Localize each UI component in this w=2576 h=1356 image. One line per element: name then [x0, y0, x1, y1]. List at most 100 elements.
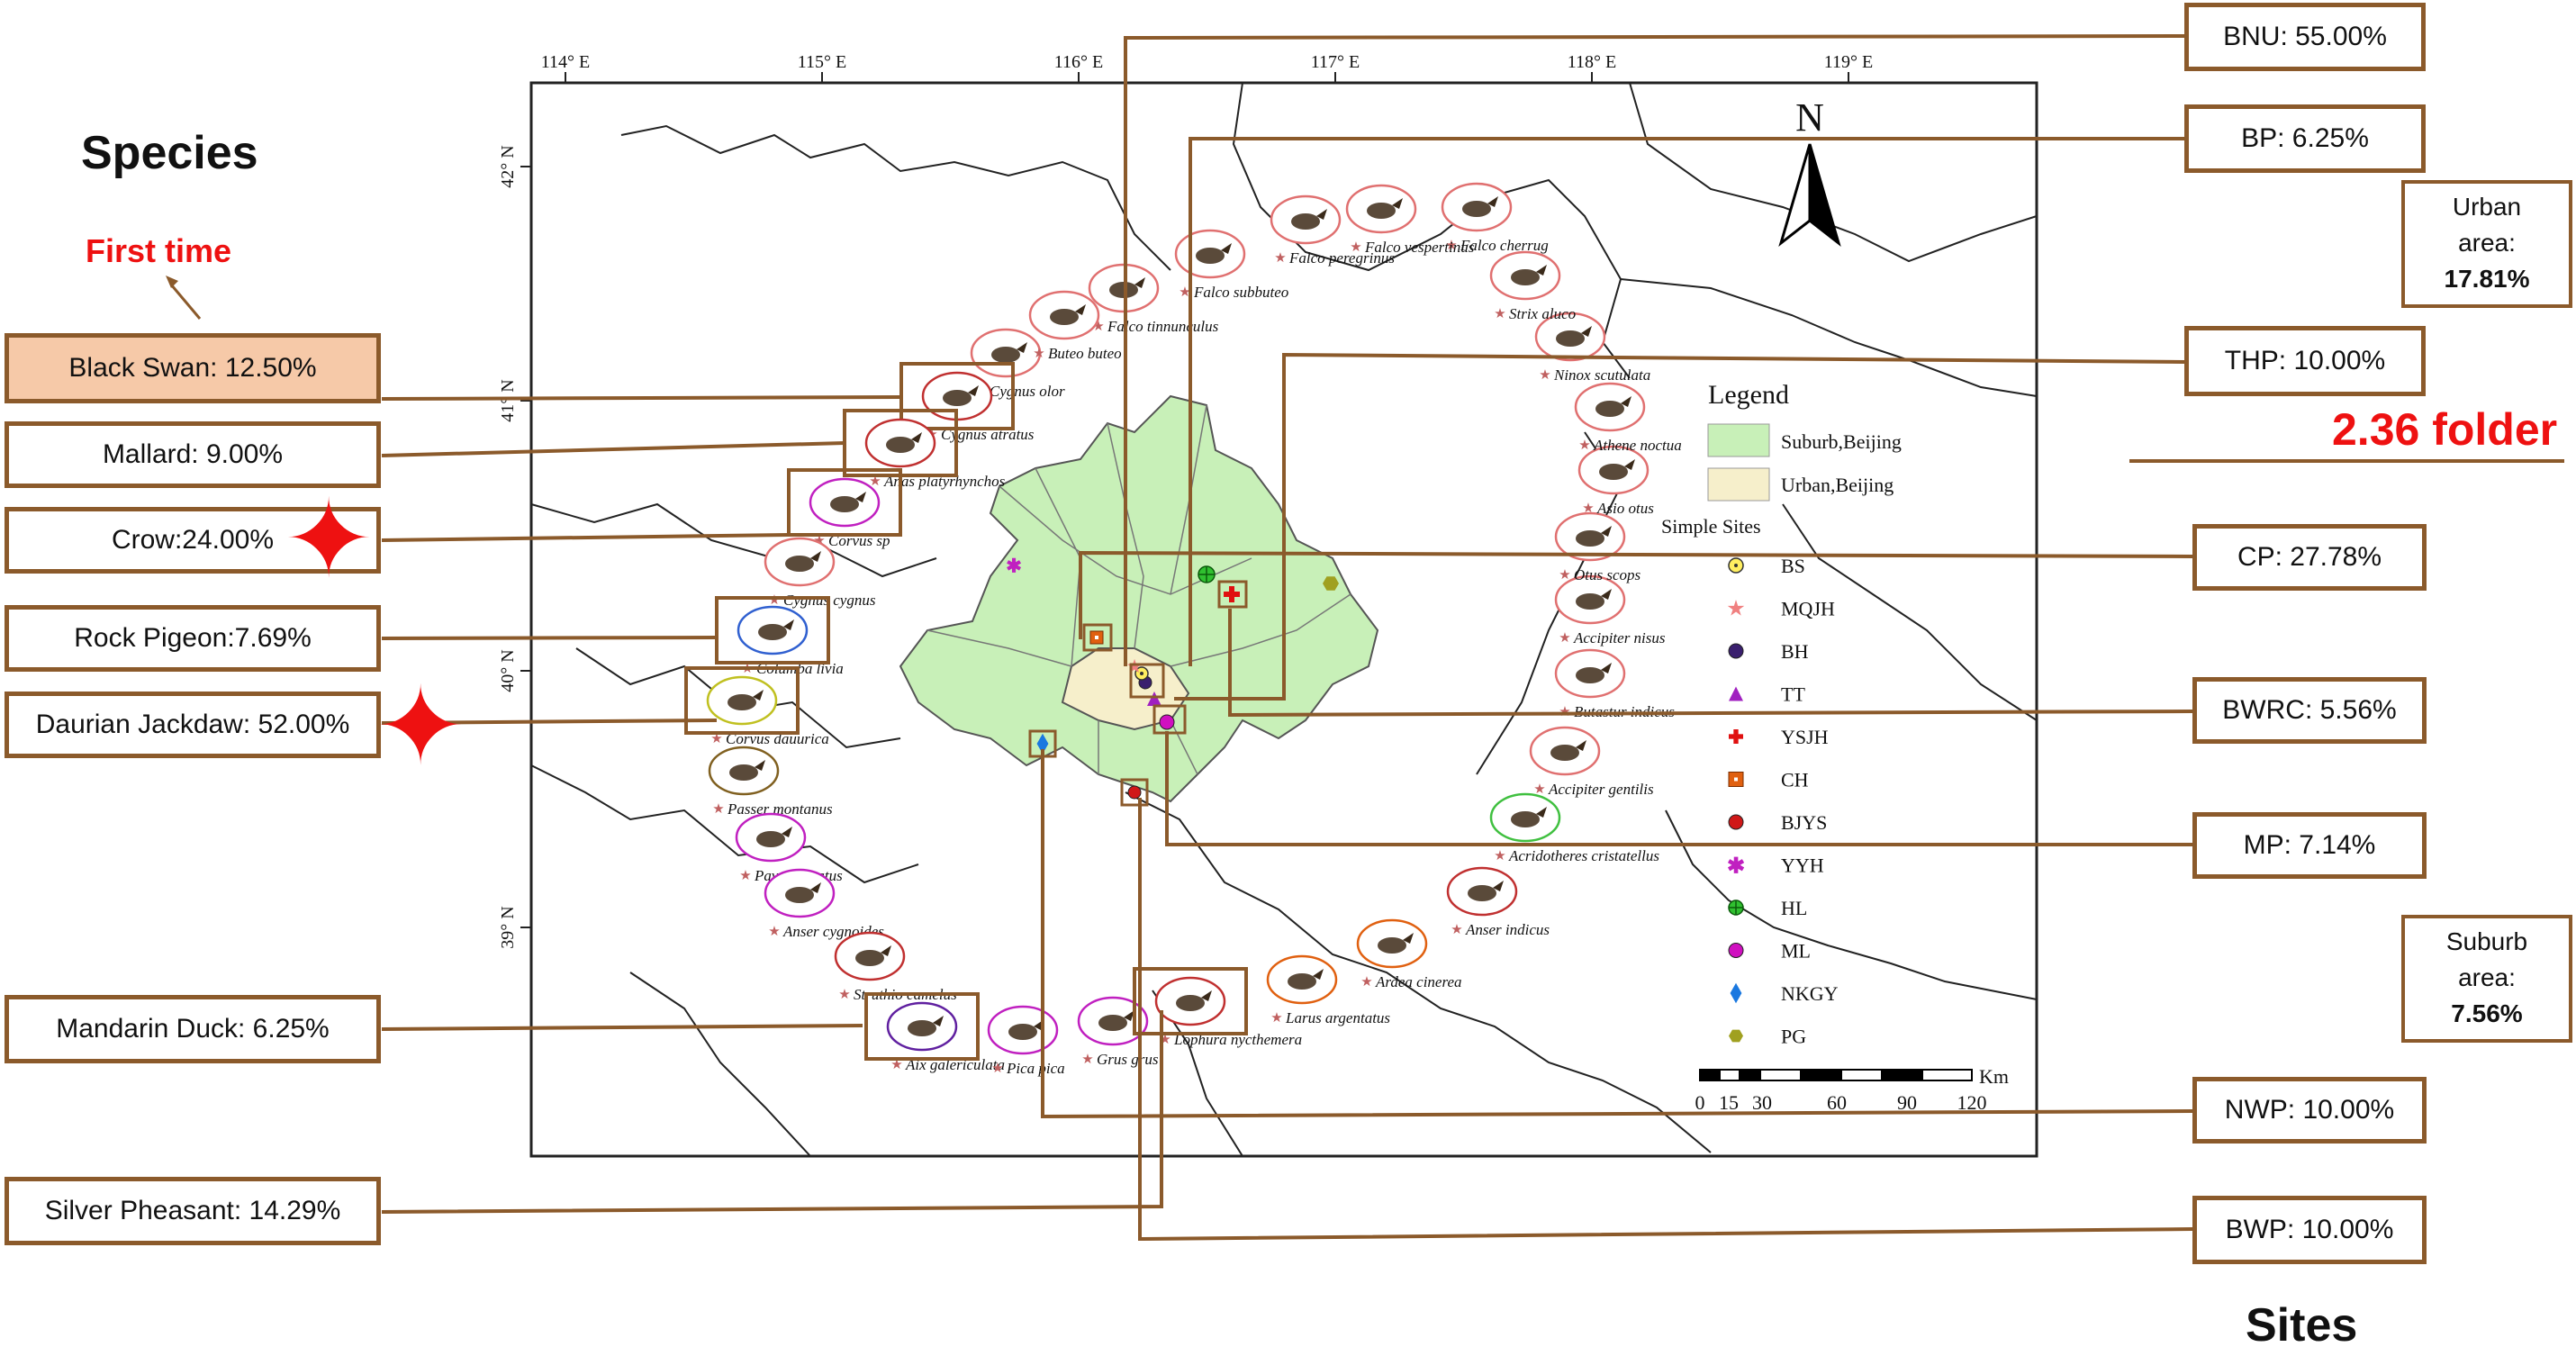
site-label: NWP: 10.00%	[2192, 1077, 2427, 1144]
svg-text:✱: ✱	[1727, 854, 1745, 878]
svg-text:★: ★	[1081, 1053, 1093, 1067]
site-marker-dot-ring	[1728, 557, 1744, 574]
legend-site-code: YSJH	[1781, 726, 1829, 748]
bird-grus-grus: Grus grus ★	[1077, 996, 1159, 1068]
svg-text:★: ★	[712, 802, 724, 817]
bird-species-name: Acridotheres cristatellus	[1508, 847, 1659, 864]
bird-buteo-buteo: Buteo buteo ★	[1028, 290, 1122, 362]
site-marker-square	[1089, 630, 1104, 645]
svg-text:★: ★	[890, 1058, 902, 1072]
bird-asio-otus: Asio otus★	[1577, 445, 1654, 517]
bird-falco-vespertinus: Falco vespertinus★	[1345, 184, 1475, 256]
site-marker-star: ★	[890, 1058, 902, 1072]
site-marker-star: ★	[991, 1062, 1003, 1076]
legend-suburb: Suburb,Beijing	[1781, 430, 1902, 453]
legend-site-code: NKGY	[1781, 982, 1839, 1005]
svg-text:★: ★	[1539, 368, 1550, 383]
legend-site-code: BS	[1781, 555, 1805, 577]
site-label: CP: 27.78%	[2192, 524, 2427, 591]
site-marker-star: ★	[1578, 438, 1590, 453]
bird-anser-indicus: Anser indicus★	[1446, 866, 1550, 938]
svg-text:★: ★	[1126, 655, 1143, 677]
svg-text:✱: ✱	[1006, 556, 1022, 577]
svg-text:★: ★	[1726, 598, 1746, 621]
scale-tick: 15	[1719, 1091, 1739, 1114]
bird-columba-livia: Columba livia★	[715, 596, 844, 677]
site-marker-star: ★	[1582, 502, 1594, 516]
bird-species-name: Accipiter gentilis	[1548, 781, 1654, 798]
latitude-tick-label: 41° N	[498, 379, 518, 421]
svg-text:★: ★	[1360, 975, 1372, 990]
svg-text:★: ★	[1559, 631, 1570, 646]
scale-unit: Km	[1979, 1065, 2009, 1088]
legend-title: Legend	[1708, 380, 1789, 410]
bird-species-name: Falco subbuteo	[1193, 284, 1288, 301]
bird-species-name: Anser indicus	[1465, 921, 1550, 938]
bird-species-name: Buteo buteo	[1048, 345, 1122, 362]
site-marker-star: ★	[838, 988, 850, 1002]
bird-species-name: Falco cherrug	[1460, 237, 1549, 254]
bird-species-name: Athene noctua	[1593, 437, 1682, 454]
site-marker-diamond	[1730, 982, 1742, 1004]
species-label: Mallard: 9.00%	[5, 421, 381, 488]
bird-acridotheres-cristatellus: Acridotheres cristatellus★	[1489, 792, 1659, 864]
bird-strix-aluco: Strix aluco★	[1489, 250, 1576, 322]
area-line: Urban	[2452, 193, 2522, 221]
bird-aix-galericulata: Aix galericulata★	[864, 992, 1005, 1073]
bird-ardea-cinerea: Ardea cinerea★	[1356, 918, 1462, 990]
bird-species-name: Falco vespertinus	[1364, 239, 1475, 256]
bird-butastur-indicus: Butastur indicus★	[1554, 648, 1675, 720]
scale-tick: 60	[1827, 1091, 1847, 1114]
bird-species-name: Pica pica	[1006, 1060, 1065, 1077]
site-marker-star: ★	[710, 732, 722, 746]
site-marker-star: ★	[1270, 1011, 1282, 1026]
bird-species-name: Ninox scutulata	[1553, 366, 1650, 384]
scale-tick: 30	[1752, 1091, 1772, 1114]
area-value: 7.56%	[2451, 999, 2523, 1027]
site-label: MP: 7.14%	[2192, 812, 2427, 879]
legend-site-code: BH	[1781, 640, 1809, 663]
area-line: area:	[2458, 229, 2516, 257]
bird-species-name: Passer montanus	[727, 800, 833, 818]
site-marker-star: ★	[869, 475, 881, 489]
bird-athene-noctua: Athene noctua★	[1574, 382, 1682, 454]
site-marker-cross	[1224, 586, 1240, 602]
svg-text:★: ★	[838, 988, 850, 1002]
site-marker-star: ★	[1533, 782, 1545, 797]
svg-text:★: ★	[1582, 502, 1594, 516]
site-marker-circle	[1728, 643, 1744, 659]
site-marker-star: ★	[1559, 568, 1570, 583]
site-marker-crosshair	[1198, 565, 1216, 583]
bird-cygnus-atratus: Cygnus atratus★	[899, 362, 1035, 443]
svg-text:★: ★	[1350, 240, 1361, 255]
bird-falco-peregrinus: Falco peregrinus★	[1270, 194, 1395, 267]
longitude-tick-label: 119° E	[1824, 52, 1873, 72]
site-marker-hexagon	[1729, 1029, 1743, 1043]
site-marker-star: ★	[1350, 240, 1361, 255]
bird-passer-montanus: Passer montanus★	[708, 746, 833, 818]
site-marker-star: ★	[1539, 368, 1550, 383]
legend-site-code: BJYS	[1781, 811, 1827, 834]
species-label: Silver Pheasant: 14.29%	[5, 1177, 381, 1245]
species-label: Daurian Jackdaw: 52.00%	[5, 692, 381, 758]
bird-accipiter-nisus: Accipiter nisus★	[1554, 574, 1666, 646]
site-label: BNU: 55.00%	[2184, 3, 2426, 71]
svg-text:★: ★	[1451, 923, 1462, 937]
svg-text:★: ★	[869, 475, 881, 489]
svg-text:★: ★	[710, 732, 722, 746]
bird-species-name: Grus grus	[1097, 1051, 1159, 1068]
site-marker-star: ★	[1179, 285, 1190, 300]
site-marker-star: ★	[1494, 849, 1505, 863]
legend-site-code: ML	[1781, 940, 1811, 963]
longitude-tick-label: 116° E	[1054, 52, 1103, 72]
species-label: Black Swan: 12.50%	[5, 333, 381, 403]
site-label: BWRC: 5.56%	[2192, 677, 2427, 744]
bird-larus-argentatus: Larus argentatus★	[1266, 954, 1390, 1026]
site-marker-star: ★	[1726, 598, 1746, 621]
latitude-tick-label: 42° N	[498, 145, 518, 187]
svg-text:★: ★	[1033, 347, 1044, 361]
